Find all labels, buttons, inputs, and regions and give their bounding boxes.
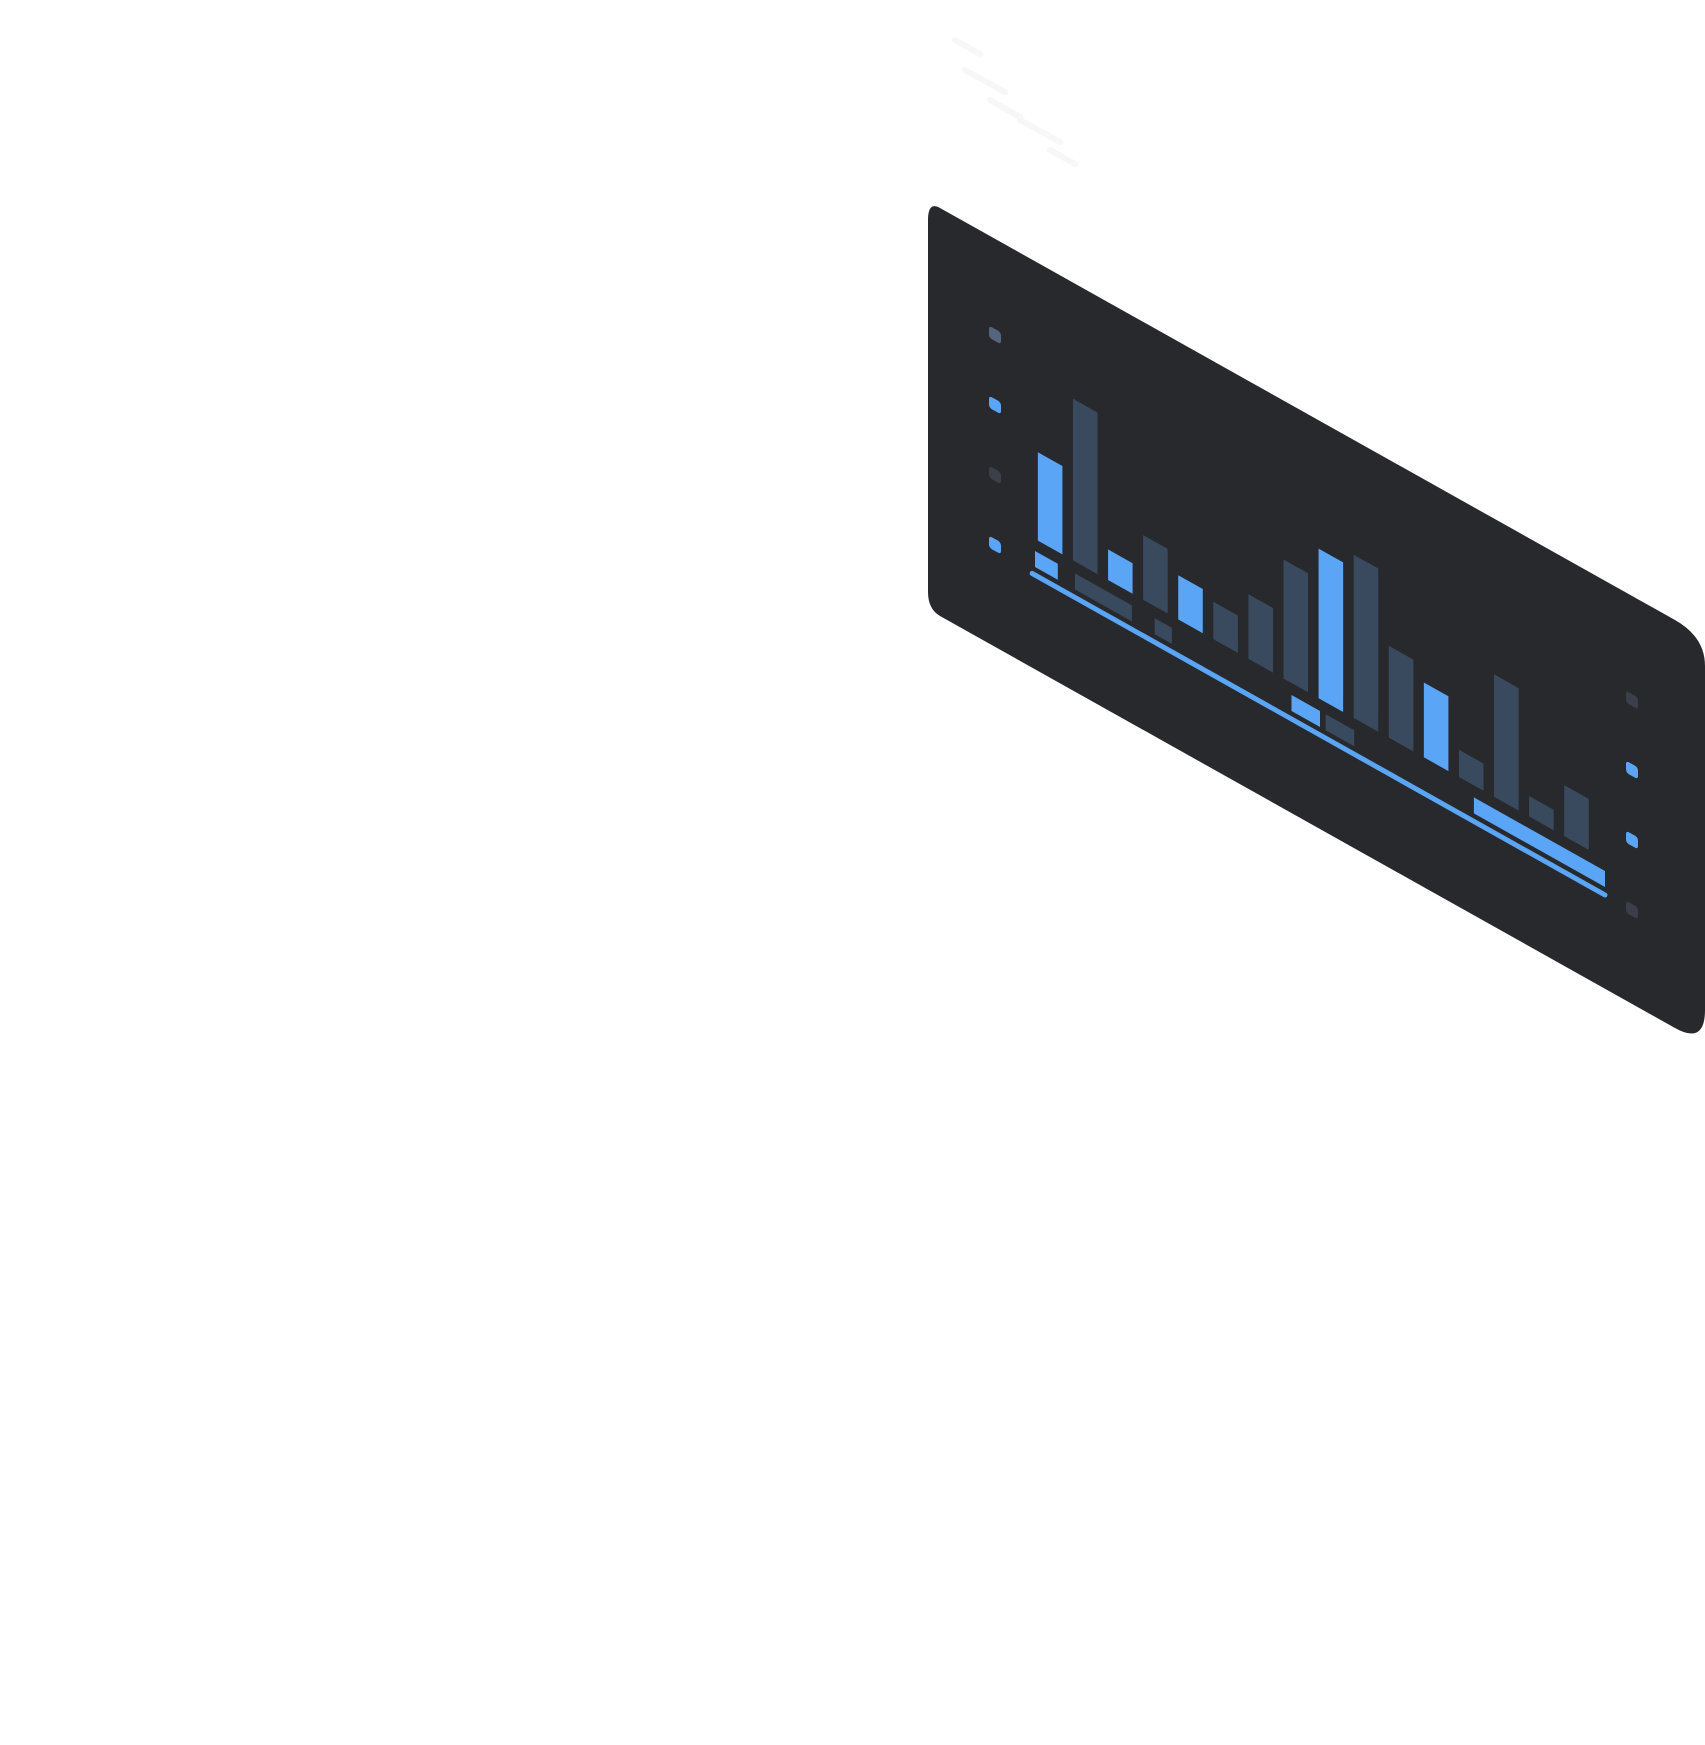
right-axis-marker (1626, 761, 1638, 779)
chart-bar (1108, 549, 1133, 594)
right-axis-marker (1626, 901, 1638, 919)
foot-segment (1473, 797, 1605, 887)
foot-segment (1325, 714, 1355, 747)
chart-baseline (1029, 570, 1608, 898)
foot-segment (1035, 551, 1058, 580)
chart-bar (1143, 535, 1168, 614)
left-axis-marker (989, 326, 1001, 344)
chart-bar (1353, 554, 1379, 732)
chart-bar (1388, 645, 1414, 752)
chart-bar (1072, 398, 1098, 575)
left-axis-marker (989, 396, 1001, 414)
right-axis-marker (1626, 831, 1638, 849)
left-axis-marker (989, 466, 1001, 484)
chart-bar (1318, 548, 1344, 712)
chart-bar (1037, 452, 1063, 555)
chart-bar (1248, 594, 1273, 673)
chart-bar (1564, 785, 1589, 850)
chart-bar (1178, 575, 1203, 634)
chart-bar (1458, 749, 1484, 791)
chart-bar (1529, 796, 1554, 831)
faint-watermark-text (952, 37, 1078, 167)
left-axis-marker (989, 536, 1001, 554)
chart-bar (1494, 674, 1519, 811)
right-axis-marker (1626, 691, 1638, 709)
chart-bar (1423, 682, 1449, 772)
chart-bar (1213, 601, 1238, 653)
isometric-bar-chart-screen-icon (928, 206, 1705, 1034)
chart-bar (1283, 559, 1309, 693)
foot-segment (1154, 618, 1172, 644)
foot-segment (1291, 695, 1320, 727)
foot-segment (1074, 573, 1132, 622)
